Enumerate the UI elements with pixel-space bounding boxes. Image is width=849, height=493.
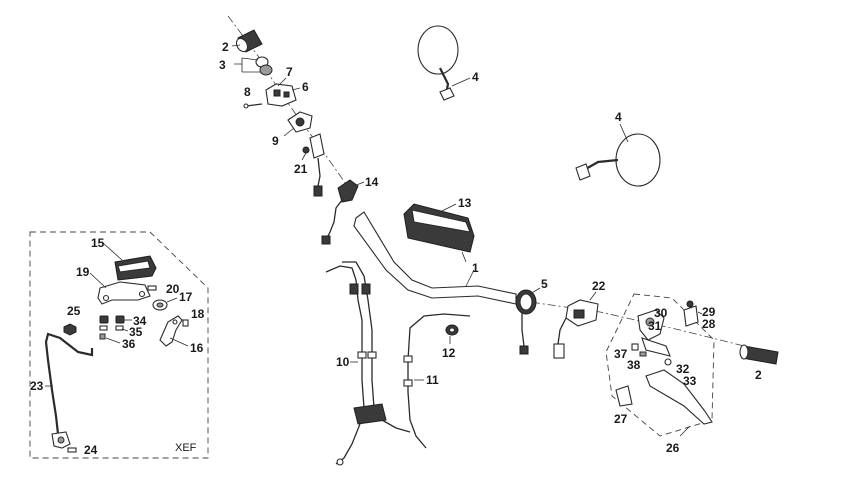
callout-13: 13 <box>458 196 472 210</box>
callout-24: 24 <box>84 443 98 457</box>
callout-31: 31 <box>648 319 662 333</box>
brake-lever <box>645 369 713 425</box>
inset-screw-24 <box>67 447 77 453</box>
lever-guard <box>615 385 633 407</box>
xef-inset-panel: XEF 15 19 20 17 18 <box>29 231 209 459</box>
callout-2-right: 2 <box>755 368 762 382</box>
callout-30: 30 <box>654 306 668 320</box>
throttle-cables <box>325 261 411 466</box>
inset-speedometer-cable <box>44 332 94 449</box>
inset-screw-20 <box>147 285 157 291</box>
switch-screw <box>243 103 263 109</box>
lever-pivot-bolt <box>631 343 647 357</box>
callout-17: 17 <box>179 290 193 304</box>
callout-28: 28 <box>702 317 716 331</box>
callout-8: 8 <box>244 85 251 99</box>
cable-adjuster <box>445 324 459 336</box>
callout-6: 6 <box>302 80 309 94</box>
callout-2-left: 2 <box>222 40 229 54</box>
right-grip <box>739 344 779 365</box>
inset-bracket-16 <box>159 315 183 347</box>
instrument-cluster <box>403 203 475 263</box>
callout-16: 16 <box>190 341 204 355</box>
callout-26: 26 <box>666 441 680 455</box>
callout-29: 29 <box>702 305 716 319</box>
callout-3: 3 <box>219 58 226 72</box>
inset-instrument-cluster <box>114 255 157 281</box>
inset-variant-label: XEF <box>175 442 197 454</box>
lever-perch <box>637 309 671 357</box>
callout-23: 23 <box>30 379 44 393</box>
left-switch-14 <box>321 179 359 245</box>
callout-10: 10 <box>336 355 350 369</box>
left-mirror <box>417 25 459 101</box>
callout-11: 11 <box>426 373 439 387</box>
callout-20: 20 <box>166 282 180 296</box>
callout-33: 33 <box>683 374 697 388</box>
callout-9: 9 <box>272 134 279 148</box>
callout-7: 7 <box>286 65 293 79</box>
left-switch-housing <box>265 83 297 107</box>
callout-36: 36 <box>122 337 136 351</box>
callout-27: 27 <box>614 412 628 426</box>
brake-master-cylinder <box>553 299 599 359</box>
callout-18: 18 <box>191 307 205 321</box>
left-switch-lower <box>287 111 313 133</box>
grip-bar-end-weights <box>255 56 273 76</box>
inset-cap-17 <box>152 299 168 311</box>
callout-12: 12 <box>442 346 456 360</box>
callout-14: 14 <box>365 175 379 189</box>
callout-32: 32 <box>676 362 690 376</box>
inset-cluster-bracket <box>97 281 151 305</box>
callout-22: 22 <box>592 279 606 293</box>
callout-1: 1 <box>472 261 479 275</box>
callout-4-right: 4 <box>615 110 622 124</box>
callout-4-left: 4 <box>472 70 479 84</box>
lever-screw-32 <box>664 358 672 366</box>
callout-21: 21 <box>294 162 308 176</box>
callout-34: 34 <box>133 314 147 328</box>
callout-38: 38 <box>627 358 641 372</box>
callout-25: 25 <box>67 304 81 318</box>
callout-19: 19 <box>76 265 90 279</box>
right-switch <box>515 289 537 355</box>
inset-rubber-mounts <box>99 315 125 340</box>
left-grip <box>235 29 263 53</box>
clutch-cable <box>403 313 471 449</box>
brake-reservoir <box>683 300 699 327</box>
callout-35: 35 <box>129 325 143 339</box>
inset-nut-25 <box>63 323 77 336</box>
callout-37: 37 <box>614 347 628 361</box>
callout-15: 15 <box>91 236 105 250</box>
left-switch-21 <box>302 133 325 197</box>
callout-5: 5 <box>541 277 548 291</box>
right-mirror <box>575 133 661 187</box>
inset-bolt-18 <box>182 319 189 327</box>
